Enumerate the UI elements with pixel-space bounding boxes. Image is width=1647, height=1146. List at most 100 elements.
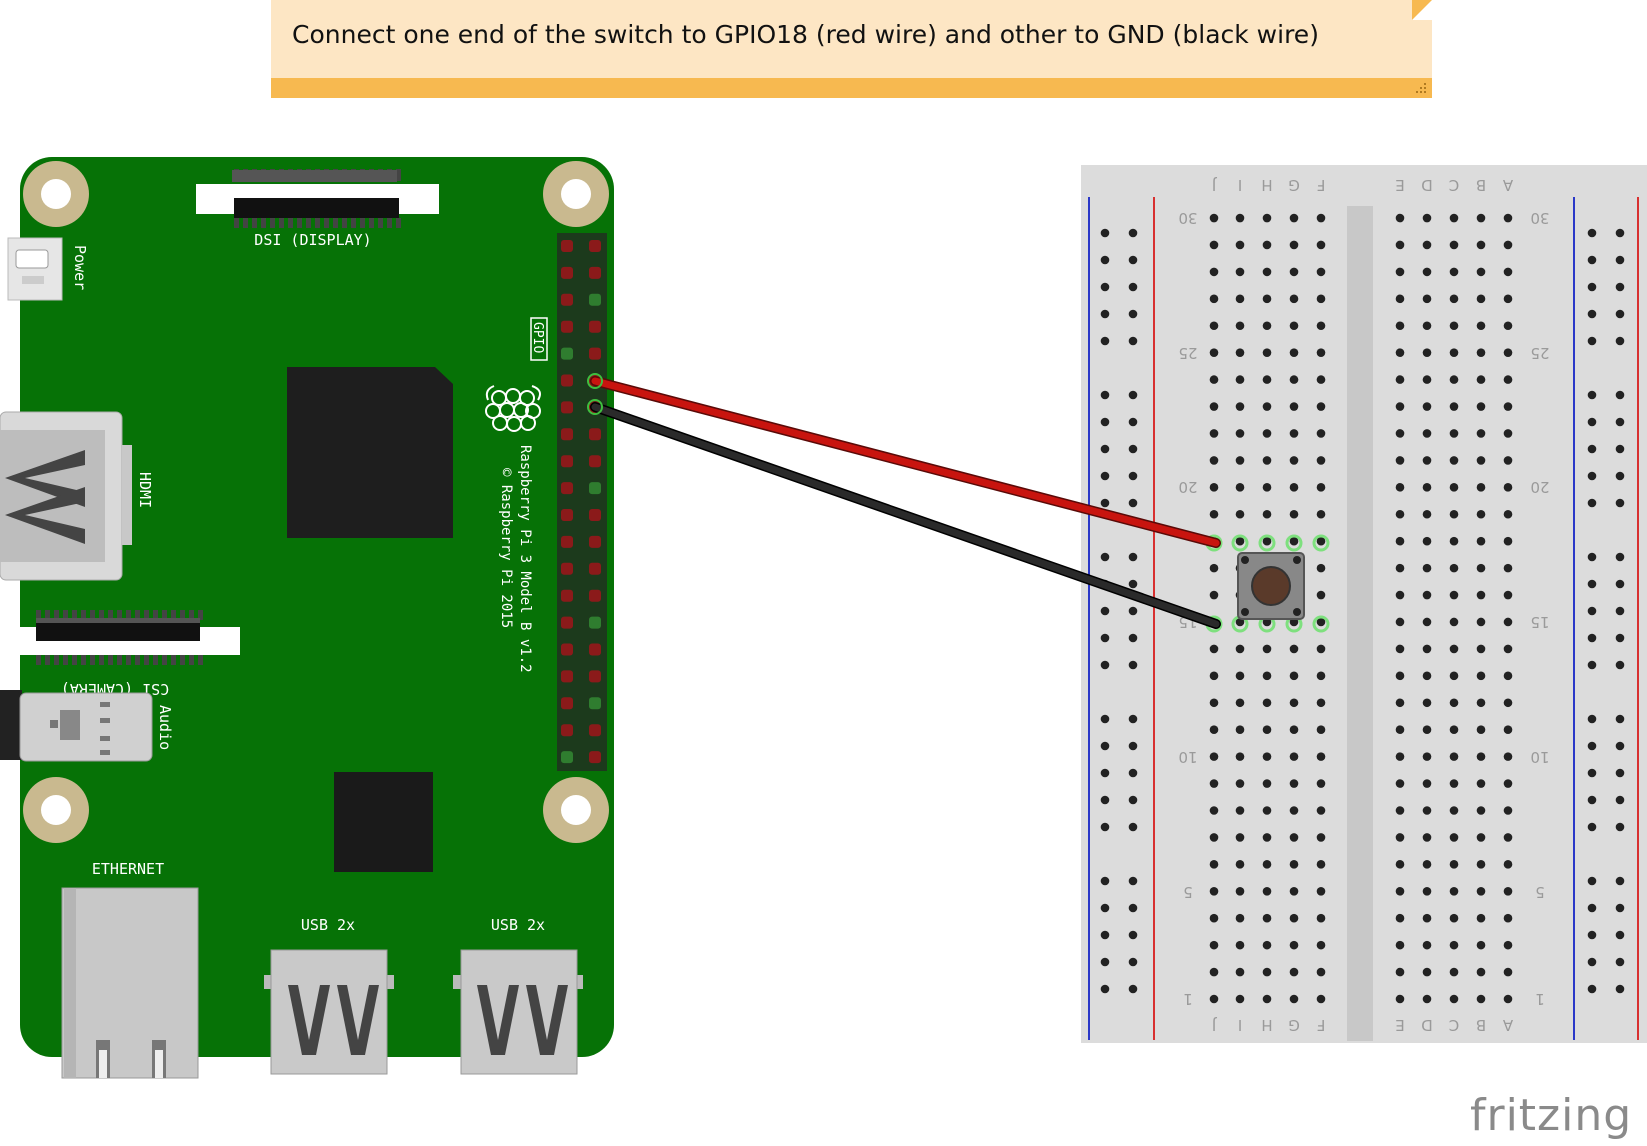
breadboard-hole[interactable] — [1395, 563, 1405, 573]
breadboard-hole[interactable] — [1449, 994, 1459, 1004]
rail-hole[interactable] — [1587, 984, 1597, 994]
breadboard-hole[interactable] — [1476, 617, 1486, 627]
breadboard-hole[interactable] — [1262, 779, 1272, 788]
rail-hole[interactable] — [1587, 660, 1597, 670]
gpio-pin[interactable] — [561, 697, 573, 710]
gpio-pin[interactable] — [561, 320, 573, 333]
breadboard-hole[interactable] — [1449, 967, 1459, 977]
breadboard-hole[interactable] — [1449, 483, 1459, 492]
breadboard-hole[interactable] — [1503, 644, 1513, 654]
gpio-pin[interactable] — [561, 562, 573, 575]
rail-hole[interactable] — [1587, 255, 1597, 265]
breadboard-hole[interactable] — [1289, 833, 1299, 842]
breadboard-hole[interactable] — [1316, 833, 1326, 842]
breadboard-hole[interactable] — [1209, 590, 1219, 600]
breadboard-hole[interactable] — [1422, 698, 1432, 708]
gpio-pin[interactable] — [561, 724, 573, 737]
breadboard-hole[interactable] — [1262, 402, 1272, 411]
rail-hole[interactable] — [1100, 741, 1110, 751]
breadboard-hole[interactable] — [1289, 240, 1299, 250]
breadboard-hole[interactable] — [1316, 536, 1326, 546]
breadboard-hole[interactable] — [1235, 886, 1245, 896]
rail-hole[interactable] — [1587, 417, 1597, 427]
breadboard-hole[interactable] — [1422, 967, 1432, 977]
breadboard-hole[interactable] — [1503, 806, 1513, 815]
breadboard-hole[interactable] — [1422, 267, 1432, 277]
breadboard-hole[interactable] — [1395, 267, 1405, 277]
rail-hole[interactable] — [1615, 606, 1625, 616]
breadboard-hole[interactable] — [1395, 483, 1405, 492]
breadboard-hole[interactable] — [1209, 267, 1219, 277]
rail-hole[interactable] — [1615, 309, 1625, 319]
gpio-pin[interactable] — [589, 240, 601, 252]
breadboard-hole[interactable] — [1209, 994, 1219, 1004]
gpio-pin[interactable] — [589, 266, 601, 279]
rail-hole[interactable] — [1100, 417, 1110, 427]
breadboard-hole[interactable] — [1449, 671, 1459, 681]
breadboard-hole[interactable] — [1449, 375, 1459, 384]
breadboard-hole[interactable] — [1449, 779, 1459, 788]
gpio-pin[interactable] — [589, 347, 601, 360]
breadboard-hole[interactable] — [1316, 779, 1326, 788]
breadboard-hole[interactable] — [1449, 267, 1459, 277]
gpio-pin[interactable] — [561, 482, 573, 495]
rail-hole[interactable] — [1615, 795, 1625, 805]
breadboard-hole[interactable] — [1503, 671, 1513, 681]
breadboard-hole[interactable] — [1422, 509, 1432, 519]
breadboard-hole[interactable] — [1503, 698, 1513, 708]
breadboard-hole[interactable] — [1449, 240, 1459, 250]
gpio-pin[interactable] — [561, 535, 573, 548]
breadboard-hole[interactable] — [1209, 833, 1219, 842]
rail-hole[interactable] — [1100, 606, 1110, 616]
breadboard-hole[interactable] — [1503, 240, 1513, 250]
breadboard-hole[interactable] — [1476, 833, 1486, 842]
breadboard-hole[interactable] — [1395, 752, 1405, 761]
breadboard-hole[interactable] — [1316, 967, 1326, 977]
black-wire[interactable] — [587, 399, 1221, 629]
rail-hole[interactable] — [1128, 768, 1138, 778]
breadboard-hole[interactable] — [1316, 213, 1326, 223]
breadboard-hole[interactable] — [1209, 348, 1219, 357]
breadboard-hole[interactable] — [1209, 860, 1219, 869]
gpio-pin[interactable] — [589, 562, 601, 575]
breadboard-hole[interactable] — [1422, 563, 1432, 573]
breadboard-hole[interactable] — [1449, 617, 1459, 627]
breadboard-hole[interactable] — [1449, 509, 1459, 519]
breadboard-hole[interactable] — [1316, 294, 1326, 304]
breadboard-hole[interactable] — [1503, 509, 1513, 519]
breadboard-hole[interactable] — [1289, 752, 1299, 761]
breadboard-hole[interactable] — [1262, 752, 1272, 761]
breadboard-hole[interactable] — [1422, 940, 1432, 950]
rail-hole[interactable] — [1128, 390, 1138, 400]
breadboard-hole[interactable] — [1476, 321, 1486, 331]
gpio-pin[interactable] — [589, 697, 601, 710]
breadboard-hole[interactable] — [1235, 267, 1245, 277]
rail-hole[interactable] — [1615, 957, 1625, 967]
breadboard-hole[interactable] — [1503, 321, 1513, 331]
breadboard-hole[interactable] — [1395, 698, 1405, 708]
breadboard-hole[interactable] — [1395, 240, 1405, 250]
breadboard-hole[interactable] — [1209, 402, 1219, 411]
breadboard-hole[interactable] — [1503, 213, 1513, 223]
breadboard-hole[interactable] — [1209, 483, 1219, 492]
rail-hole[interactable] — [1128, 417, 1138, 427]
rail-hole[interactable] — [1587, 336, 1597, 346]
gpio-pin[interactable] — [561, 347, 573, 360]
rail-hole[interactable] — [1615, 471, 1625, 481]
breadboard-hole[interactable] — [1503, 267, 1513, 277]
gpio-pin[interactable] — [561, 455, 573, 468]
breadboard-hole[interactable] — [1449, 321, 1459, 331]
breadboard-hole[interactable] — [1422, 913, 1432, 923]
rail-hole[interactable] — [1100, 660, 1110, 670]
breadboard-hole[interactable] — [1476, 483, 1486, 492]
breadboard-hole[interactable] — [1316, 240, 1326, 250]
breadboard-hole[interactable] — [1503, 617, 1513, 627]
breadboard-hole[interactable] — [1262, 483, 1272, 492]
breadboard-hole[interactable] — [1289, 348, 1299, 357]
breadboard-hole[interactable] — [1476, 240, 1486, 250]
breadboard-hole[interactable] — [1209, 806, 1219, 815]
breadboard-hole[interactable] — [1209, 213, 1219, 223]
breadboard-hole[interactable] — [1262, 833, 1272, 842]
breadboard-hole[interactable] — [1476, 294, 1486, 304]
breadboard-hole[interactable] — [1209, 321, 1219, 331]
